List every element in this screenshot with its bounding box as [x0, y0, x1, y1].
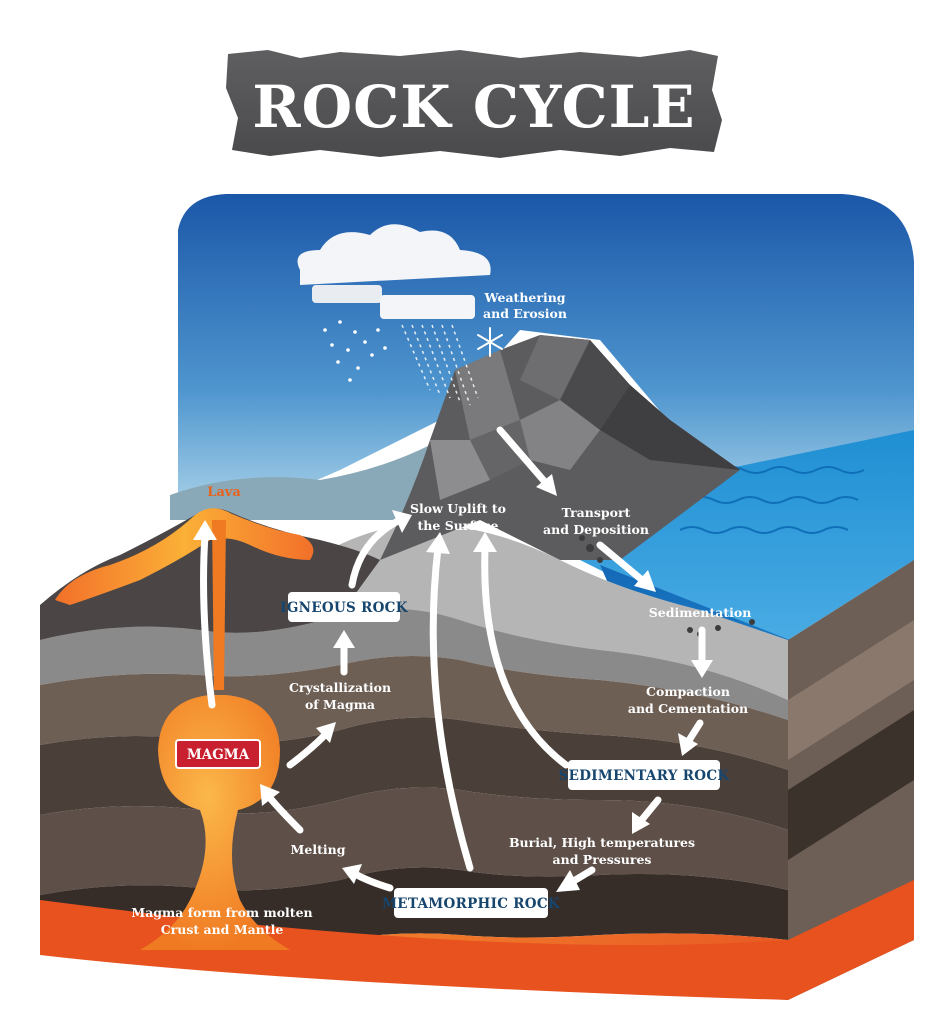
- sedimentary-rock-label: SEDIMENTARY ROCK: [559, 768, 731, 784]
- lava-flow: [55, 508, 314, 605]
- magma-source-label-1: Magma form from molten: [131, 905, 312, 920]
- magma-label: MAGMA: [187, 747, 250, 763]
- igneous-rock-box: IGNEOUS ROCK: [280, 592, 408, 622]
- right-side-mantle: [788, 880, 914, 1000]
- ocean-waves: [679, 466, 865, 534]
- layer-gray-mid: [40, 608, 788, 720]
- metamorphic-rock-label: METAMORPHIC ROCK: [382, 896, 561, 912]
- transport-label-1: Transport: [562, 505, 631, 520]
- burial-label-2: and Pressures: [553, 852, 652, 867]
- back-hills: [170, 445, 450, 520]
- compaction-label-1: Compaction: [646, 684, 730, 699]
- page-title: ROCK CYCLE: [252, 73, 695, 141]
- snowflake-icon: [477, 327, 503, 357]
- melting-label: Melting: [291, 842, 346, 857]
- compaction-label-2: and Cementation: [628, 701, 748, 716]
- mountain: [380, 335, 740, 560]
- magma-conduit: [212, 520, 226, 690]
- weathering-label-2: and Erosion: [483, 306, 567, 321]
- burial-label-1: Burial, High temperatures: [509, 835, 695, 850]
- weathering-label-1: Weathering: [483, 290, 565, 305]
- crystallization-label-2: of Magma: [305, 697, 375, 712]
- rain-icon: [401, 324, 479, 406]
- crystallization-label-1: Crystallization: [289, 680, 391, 695]
- uplift-label-1: Slow Uplift to: [410, 501, 506, 516]
- sky: [178, 194, 914, 552]
- sedimentary-rock-box: SEDIMENTARY ROCK: [559, 760, 731, 790]
- snow-dots-icon: [323, 320, 387, 382]
- right-side-band1: [788, 620, 914, 760]
- metamorphic-rock-box: METAMORPHIC ROCK: [382, 888, 561, 918]
- igneous-rock-label: IGNEOUS ROCK: [280, 600, 408, 616]
- right-side-band2: [788, 710, 914, 860]
- magma-source-label-2: Crust and Mantle: [161, 922, 284, 937]
- cloud-icon: [297, 224, 491, 319]
- uplift-label-2: the Surface: [418, 518, 499, 533]
- cycle-arrows: [193, 426, 713, 892]
- magma-box: MAGMA: [175, 739, 261, 769]
- title-banner: ROCK CYCLE: [226, 50, 722, 158]
- transport-label-2: and Deposition: [543, 522, 649, 537]
- ocean-surface: [580, 430, 914, 640]
- sedimentation-label: Sedimentation: [649, 605, 752, 620]
- lava-label: Lava: [207, 485, 241, 500]
